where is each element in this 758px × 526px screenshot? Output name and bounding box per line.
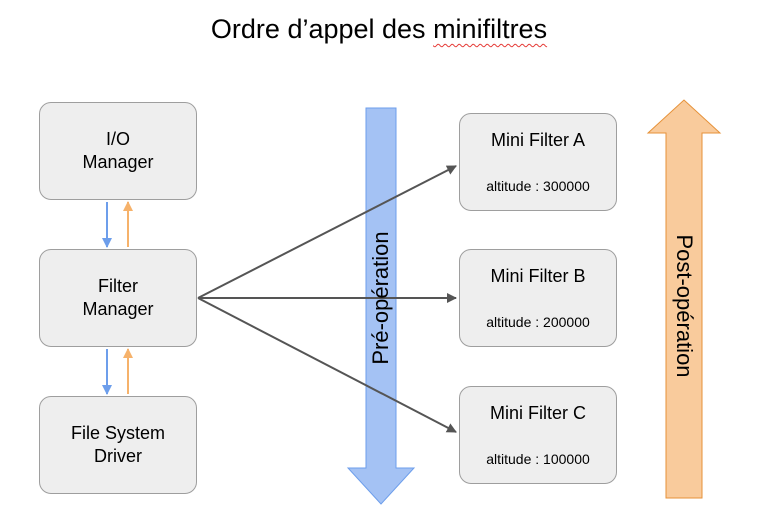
mini-filter-c-altitude: altitude : 100000 xyxy=(486,451,590,467)
filter-manager-line2: Manager xyxy=(82,299,154,319)
io-manager-line2: Manager xyxy=(82,152,154,172)
diagram-title: Ordre d’appel des minifiltres xyxy=(0,14,758,45)
post-operation-arrow xyxy=(646,99,722,499)
post-operation-label: Post-opération xyxy=(672,234,697,378)
filter-manager-box: Filter Manager xyxy=(39,249,197,347)
fs-driver-line1: File System xyxy=(70,423,166,443)
filter-manager-line1: Filter xyxy=(98,276,138,296)
connector-to-filter-c xyxy=(197,297,457,433)
pre-operation-label: Pré-opération xyxy=(368,231,393,365)
mini-filter-b-altitude: altitude : 200000 xyxy=(486,314,590,330)
connector-to-filter-a xyxy=(197,165,457,299)
pre-operation-arrow xyxy=(346,107,416,505)
title-underlined-word: minifiltres xyxy=(433,14,548,44)
io-manager-line1: I/O xyxy=(105,129,130,149)
fs-driver-box: File System Driver xyxy=(39,396,197,494)
mini-filter-b-name: Mini Filter B xyxy=(490,266,586,286)
mini-filter-b-box: Mini Filter B altitude : 200000 xyxy=(459,249,617,347)
mini-filter-a-name: Mini Filter A xyxy=(490,130,586,150)
title-text: Ordre d’appel des xyxy=(210,14,434,44)
fs-driver-line2: Driver xyxy=(94,446,142,466)
mini-filter-c-name: Mini Filter C xyxy=(489,403,586,423)
mini-filter-c-box: Mini Filter C altitude : 100000 xyxy=(459,386,617,484)
mini-filter-a-altitude: altitude : 300000 xyxy=(486,178,590,194)
io-manager-box: I/O Manager xyxy=(39,102,197,200)
mini-filter-a-box: Mini Filter A altitude : 300000 xyxy=(459,113,617,211)
